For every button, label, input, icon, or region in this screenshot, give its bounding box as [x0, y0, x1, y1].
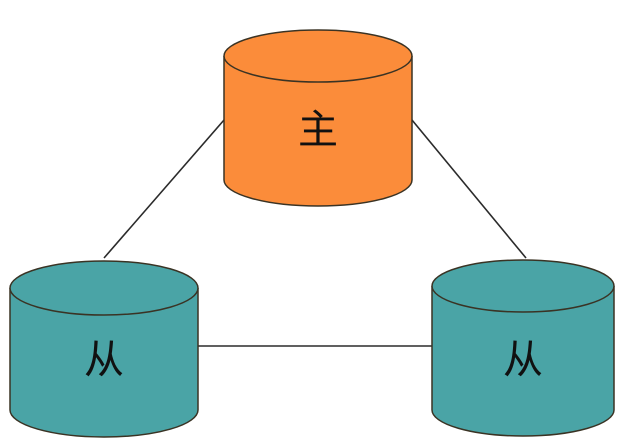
slave-right-database-cylinder: 从 [431, 259, 615, 437]
master-cylinder-body [223, 56, 413, 207]
slave-left-cylinder-top [9, 260, 199, 316]
slave-right-label: 从 [503, 337, 543, 383]
edge-master-to-slave-right [411, 119, 527, 259]
slave-left-label: 从 [84, 337, 124, 383]
slave-left-database-cylinder: 从 [9, 260, 199, 438]
slave-right-cylinder-top [431, 259, 615, 313]
slave-left-cylinder-body [9, 288, 199, 438]
edge-master-to-slave-left [103, 119, 225, 259]
master-cylinder-top [223, 29, 413, 83]
master-database-cylinder: 主 [223, 29, 413, 207]
slave-right-cylinder-body [431, 286, 615, 437]
master-label: 主 [298, 107, 338, 153]
